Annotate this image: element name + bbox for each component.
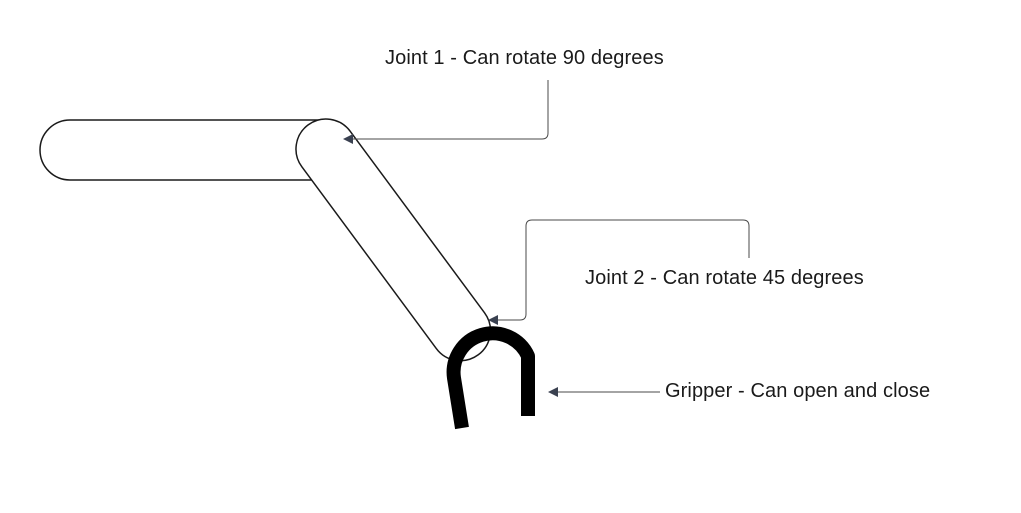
joint2-label: Joint 2 - Can rotate 45 degrees: [585, 267, 864, 289]
gripper-claw: [446, 326, 535, 430]
forearm-segment: [295, 118, 492, 362]
joint1-connector-line: [343, 80, 549, 144]
joint2-connector-line: [488, 219, 750, 325]
joint1-label: Joint 1 - Can rotate 90 degrees: [385, 47, 664, 69]
gripper-label: Gripper - Can open and close: [665, 380, 931, 402]
